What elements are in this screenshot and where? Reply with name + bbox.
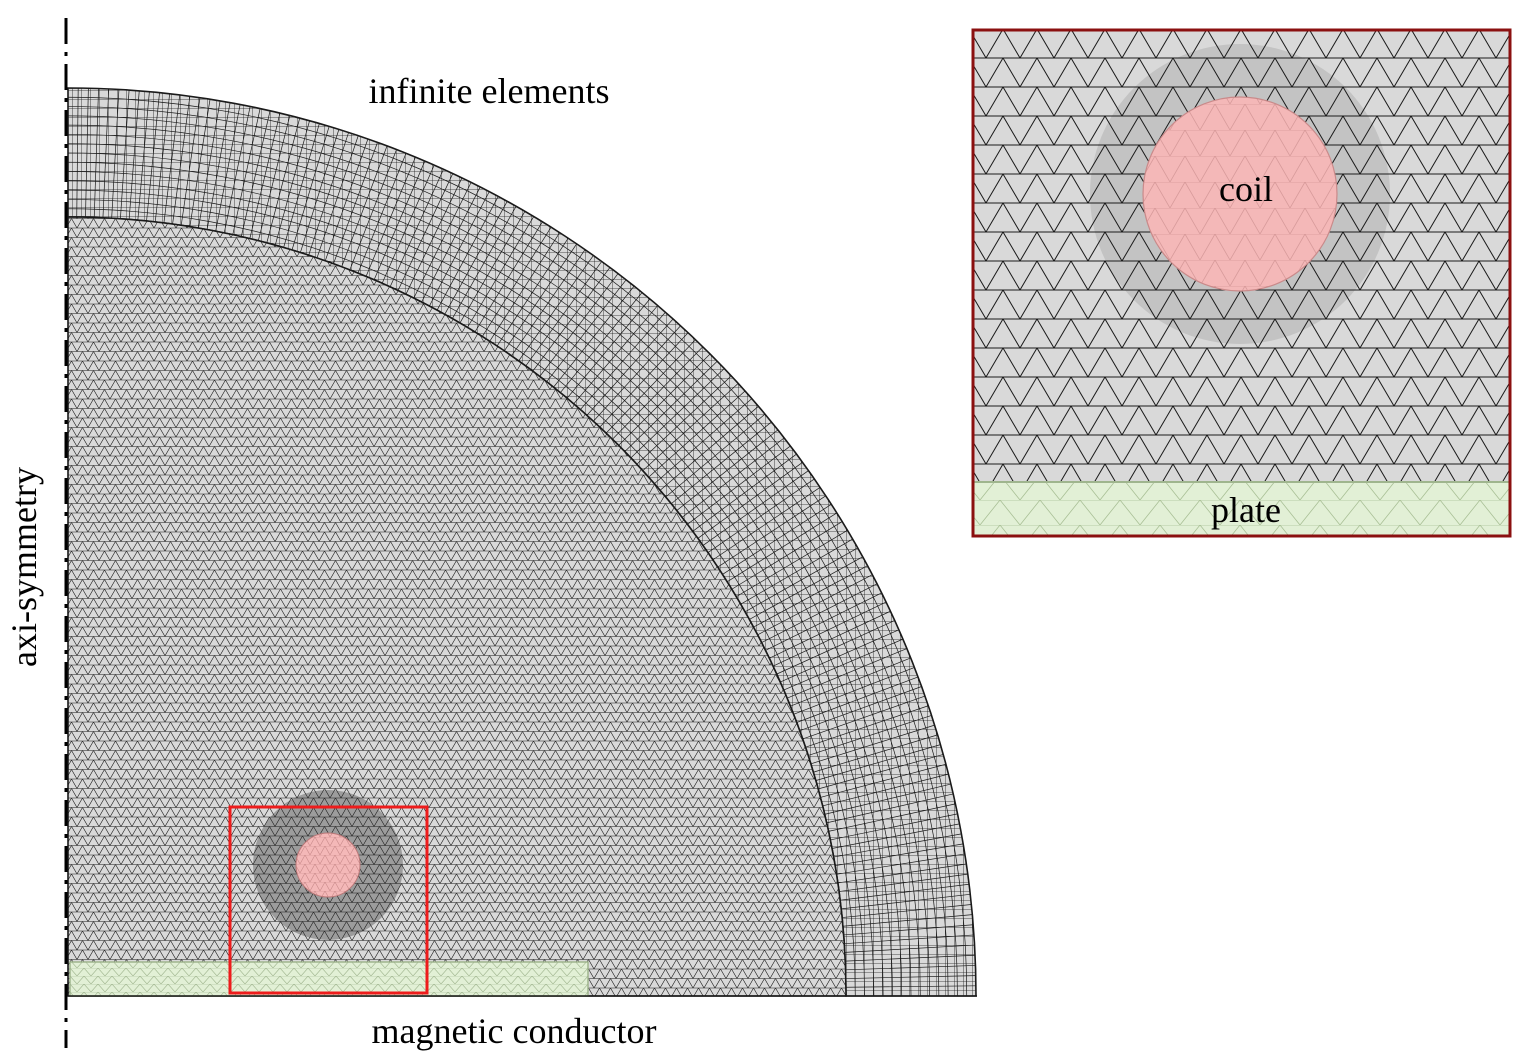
axi-symmetry-label: axi-symmetry <box>4 467 44 667</box>
arc-mesh-line <box>67 106 958 997</box>
inset-view: coil plate <box>971 28 1512 538</box>
inset-coil-region <box>1142 96 1338 292</box>
coil-region <box>295 832 361 898</box>
arc-mesh-line <box>67 134 930 997</box>
arc-mesh-line <box>67 199 865 997</box>
infinite-elements-label: infinite elements <box>369 71 610 111</box>
plate-region <box>69 961 589 997</box>
inset-plate-region <box>973 482 1510 536</box>
arc-mesh-line <box>67 208 856 997</box>
arc-mesh-line <box>67 189 875 997</box>
arc-mesh-line <box>67 161 903 997</box>
arc-mesh-line <box>67 152 912 997</box>
coil-label: coil <box>1219 169 1273 209</box>
arc-mesh-line <box>67 124 940 997</box>
inset-border <box>971 28 1512 538</box>
arc-mesh-line <box>67 115 949 997</box>
zoom-box <box>228 805 429 995</box>
arc-mesh-line <box>67 171 893 997</box>
arc-mesh-line <box>67 180 884 997</box>
arc-mesh-lines <box>67 96 968 997</box>
air-domain-region <box>67 216 847 997</box>
arc-mesh-line <box>67 143 921 997</box>
plate-label: plate <box>1211 490 1281 530</box>
magnetic-conductor-label: magnetic conductor <box>372 1011 657 1051</box>
arc-mesh-line <box>67 96 968 997</box>
